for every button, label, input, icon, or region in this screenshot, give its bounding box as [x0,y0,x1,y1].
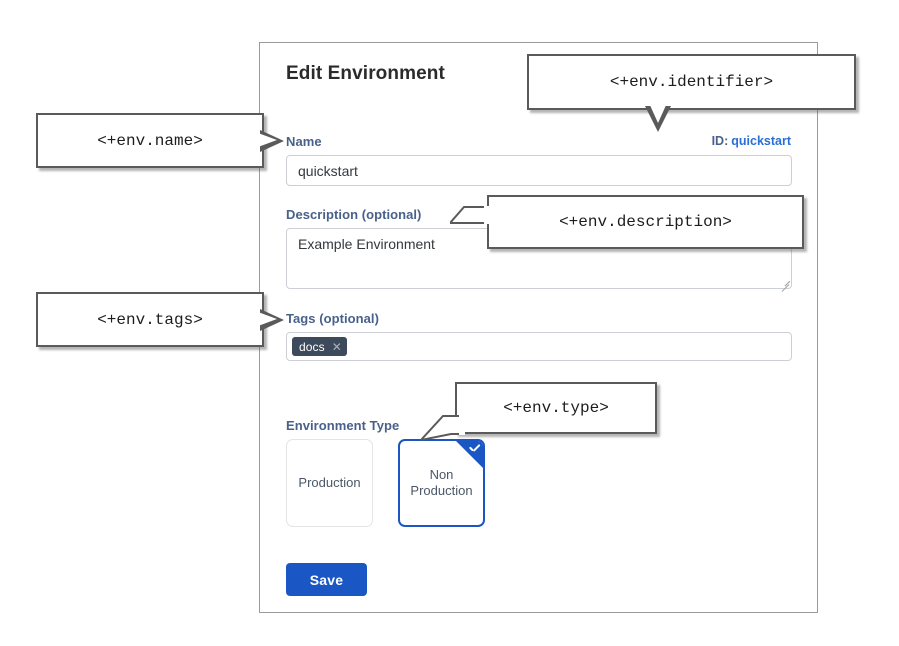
environment-type-production[interactable]: Production [286,439,373,527]
annotation-env-tags: <+env.tags> [36,292,284,347]
annotation-env-tags-text: <+env.tags> [97,310,203,329]
environment-type-non-production-label: Non Production [410,466,473,498]
tag-chip[interactable]: docs ✕ [292,337,347,356]
annotation-env-type-text: <+env.type> [503,399,609,417]
environment-id-link[interactable]: quickstart [731,134,791,148]
callout-tail [645,103,671,134]
annotation-env-description-text: <+env.description> [559,213,732,231]
tags-input[interactable]: docs ✕ [286,332,792,361]
callout-tail [258,308,286,331]
name-label: Name [286,134,322,149]
tag-chip-label: docs [299,339,325,354]
callout-tail [258,129,286,152]
annotation-env-identifier-text: <+env.identifier> [609,73,774,91]
callout-tail [421,414,465,448]
check-icon [469,442,480,453]
environment-type-label: Environment Type [286,418,400,433]
annotation-env-type: <+env.type> [421,382,657,442]
annotation-env-description: <+env.description> [450,195,804,249]
close-icon[interactable]: ✕ [331,339,342,354]
annotation-env-name: <+env.name> [36,113,284,168]
description-label: Description (optional) [286,207,422,222]
callout-tail [450,205,490,239]
environment-id: ID:quickstart [712,134,791,148]
save-button[interactable]: Save [286,563,367,596]
page-title: Edit Environment [286,63,445,84]
environment-type-non-production[interactable]: Non Production [398,439,485,527]
annotation-env-identifier: <+env.identifier> [527,54,856,132]
name-input[interactable] [286,155,792,186]
annotation-env-name-text: <+env.name> [97,131,203,150]
edit-environment-panel: Edit Environment Name ID:quickstart Desc… [259,42,818,613]
tags-label: Tags (optional) [286,311,379,326]
environment-id-prefix: ID: [711,134,729,148]
environment-type-production-label: Production [298,474,361,490]
